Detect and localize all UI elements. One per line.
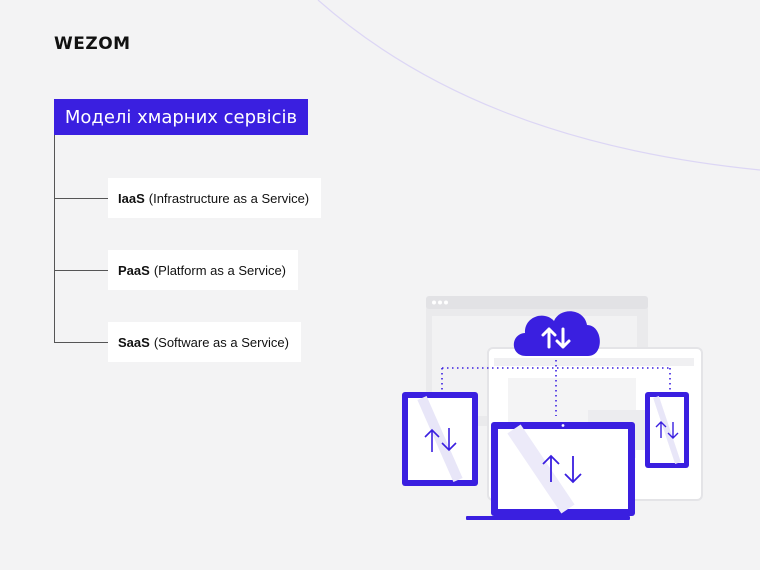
list-item-saas: SaaS (Software as a Service) (108, 322, 301, 362)
item-abbr: IaaS (118, 190, 145, 206)
diagram-title-box: Моделі хмарних сервісів (54, 99, 308, 135)
item-desc: (Infrastructure as a Service) (148, 190, 310, 206)
laptop-sync-icon (466, 422, 635, 520)
list-item-iaas: IaaS (Infrastructure as a Service) (108, 178, 322, 218)
item-abbr: PaaS (118, 262, 150, 278)
item-abbr: SaaS (118, 334, 150, 350)
network-connectors (441, 360, 671, 416)
cloud-devices-illustration (402, 296, 703, 520)
cloud-sync-icon (513, 311, 600, 356)
phone-sync-icon (645, 392, 689, 468)
list-item-paas: PaaS (Platform as a Service) (108, 250, 299, 290)
wezom-logo: WEZOM (54, 34, 131, 54)
tablet-sync-icon (402, 392, 478, 486)
diagram-title: Моделі хмарних сервісів (64, 106, 298, 128)
item-desc: (Platform as a Service) (153, 262, 287, 278)
item-desc: (Software as a Service) (153, 334, 289, 350)
